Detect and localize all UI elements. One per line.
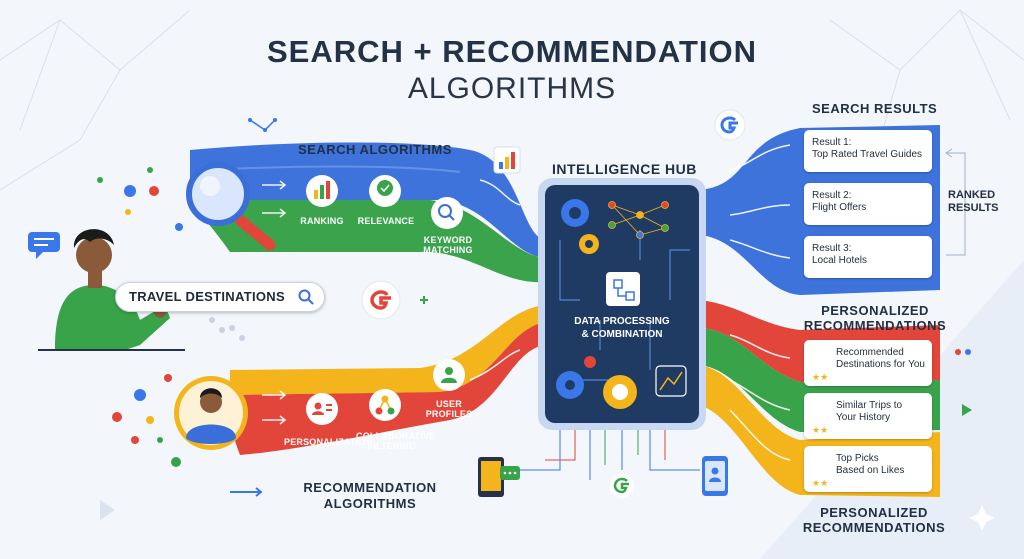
page-title: SEARCH + RECOMMENDATION [266, 34, 758, 69]
result-text: Flight Offers [812, 202, 867, 213]
neural-network-icon [608, 201, 669, 239]
personalized-subheading: RECOMMENDATIONS [803, 318, 947, 333]
step-user-label: USER [436, 399, 462, 409]
result-title: Result 1: [812, 137, 852, 148]
recommendation-algorithms-subheading: ALGORITHMS [323, 496, 417, 511]
flow-arrows [262, 144, 791, 461]
chart-document-icon [493, 146, 521, 174]
ranked-label: RANKED [948, 189, 996, 201]
step-relevance-label: RELEVANCE [357, 216, 415, 226]
step-profiles-label: PROFILES [425, 409, 473, 419]
result-card[interactable]: Result 3: Local Hotels [804, 236, 932, 278]
search-algorithms-heading: SEARCH ALGORITHMS [298, 142, 452, 157]
step-personalization-label: PERSONALIZATION [284, 437, 373, 447]
rating-stars: ★★ [812, 372, 829, 382]
tablet-icon [478, 457, 520, 497]
recommendation-line1: Similar Trips to [836, 400, 903, 411]
recommendation-line1: Top Picks [836, 453, 879, 464]
google-logo-icon [610, 474, 634, 498]
search-results-heading: SEARCH RESULTS [812, 101, 938, 116]
chat-bubble-icon [28, 232, 60, 259]
recommendation-card[interactable]: Recommended Destinations for You ★★ [804, 340, 932, 386]
rating-stars: ★★ [812, 425, 829, 435]
result-card[interactable]: Result 1: Top Rated Travel Guides [804, 130, 932, 172]
personalized-heading: PERSONALIZED [821, 303, 929, 318]
google-logo-icon [714, 109, 746, 141]
user-list-icon [306, 393, 338, 425]
recommendation-line2: Your History [836, 412, 891, 423]
hub-connectors [520, 430, 700, 480]
result-title: Result 3: [812, 243, 852, 254]
personalized-footer: PERSONALIZED [820, 505, 928, 520]
personalized-footer-subheading: RECOMMENDATIONS [802, 520, 946, 535]
gear-icon [556, 371, 584, 399]
google-logo-icon [361, 280, 401, 320]
step-matching-label: MATCHING [423, 245, 473, 255]
background-network-lines [0, 9, 1024, 191]
gear-icon [603, 375, 637, 409]
recommendation-algorithms-heading: RECOMMENDATION [303, 480, 437, 495]
ranked-bracket [945, 148, 966, 256]
result-text: Local Hotels [812, 255, 868, 266]
hub-label-line1: DATA PROCESSING [574, 316, 670, 327]
step-keyword-label: KEYWORD [423, 235, 473, 245]
search-icon [431, 197, 463, 229]
decorative-dots [97, 118, 995, 531]
step-filtering-label: FILTERING [367, 441, 417, 451]
result-text: Top Rated Travel Guides [812, 149, 923, 160]
avatar [174, 376, 248, 450]
search-icon[interactable] [298, 289, 314, 305]
recommendation-line2: Destinations for You [836, 359, 925, 370]
user-profile-icon [433, 359, 465, 391]
magnifier-icon [186, 162, 276, 251]
recommendation-stream [229, 305, 545, 455]
step-collaborative-label: COLLABORATIVE [356, 431, 436, 441]
workflow-icon [606, 272, 640, 306]
search-input[interactable]: TRAVEL DESTINATIONS [115, 282, 325, 312]
chart-icon [655, 365, 687, 397]
result-title: Result 2: [812, 190, 852, 201]
rating-stars: ★★ [812, 478, 829, 488]
result-card[interactable]: Result 2: Flight Offers [804, 183, 932, 225]
share-network-icon [369, 389, 401, 421]
intelligence-hub-panel [538, 178, 706, 430]
intelligence-hub-heading: INTELLIGENCE HUB [552, 161, 697, 177]
recommendation-card[interactable]: Top Picks Based on Likes ★★ [804, 446, 932, 492]
step-ranking-label: RANKING [300, 216, 344, 226]
page-subtitle: ALGORITHMS [407, 72, 617, 105]
gear-icon [561, 199, 589, 227]
bar-chart-icon [306, 175, 338, 207]
gear-icon [579, 234, 599, 254]
search-query-text: TRAVEL DESTINATIONS [129, 289, 285, 304]
award-badge-icon [369, 175, 401, 207]
recommendation-card[interactable]: Similar Trips to Your History ★★ [804, 393, 932, 439]
recommendation-line2: Based on Likes [836, 465, 905, 476]
results-label: RESULTS [948, 202, 999, 214]
phone-icon [702, 456, 728, 496]
recommendation-line1: Recommended [836, 347, 904, 358]
hub-label-line2: & COMBINATION [581, 329, 663, 340]
